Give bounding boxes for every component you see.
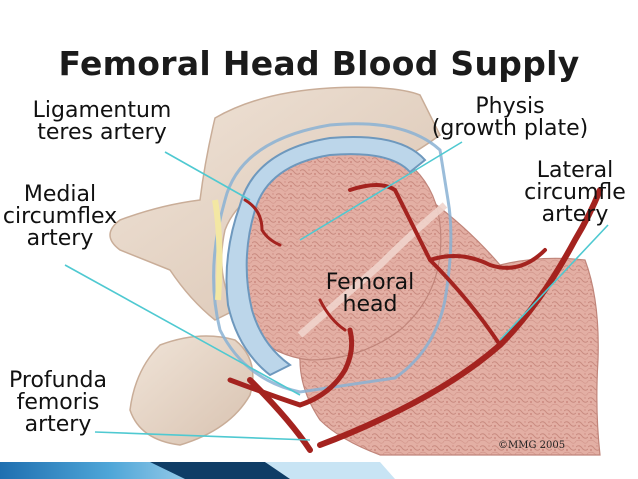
label-line: Profunda <box>0 370 116 392</box>
label-line: femoris <box>0 392 116 414</box>
label-femoral-head: Femoral head <box>310 272 430 316</box>
label-line: artery <box>512 204 638 226</box>
label-line: Medial <box>0 184 120 206</box>
label-profunda-femoris: Profunda femoris artery <box>0 370 116 436</box>
diagram-title: Femoral Head Blood Supply <box>0 44 638 83</box>
label-line: artery <box>0 414 116 436</box>
label-medial-circumflex: Medial circumflex artery <box>0 184 120 250</box>
label-line: Physis <box>420 96 600 118</box>
label-physis: Physis (growth plate) <box>420 96 600 140</box>
label-line: teres artery <box>22 122 182 144</box>
label-line: Ligamentum <box>22 100 182 122</box>
copyright-notice: ©MMG 2005 <box>498 440 565 451</box>
label-ligamentum-teres: Ligamentum teres artery <box>22 100 182 144</box>
label-line: (growth plate) <box>420 118 600 140</box>
label-line: Femoral <box>310 272 430 294</box>
label-lateral-circumflex: Lateral circumfle artery <box>512 160 638 226</box>
label-line: Lateral <box>512 160 638 182</box>
label-line: circumfle <box>512 182 638 204</box>
label-line: head <box>310 294 430 316</box>
label-line: circumflex <box>0 206 120 228</box>
label-line: artery <box>0 228 120 250</box>
